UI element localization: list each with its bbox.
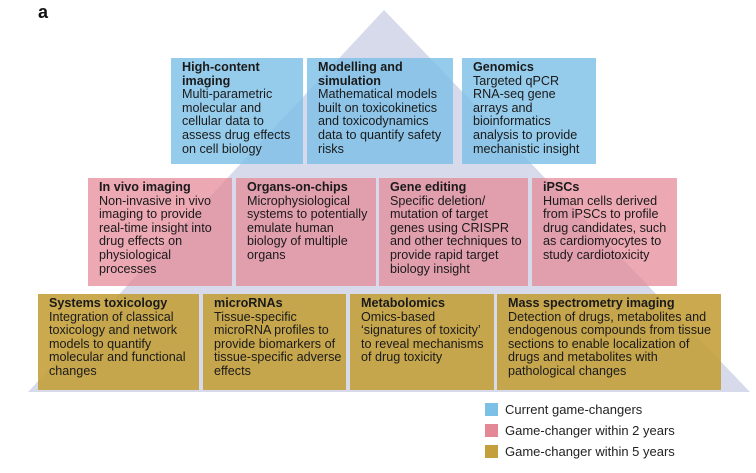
box-body: Omics-based ‘signatures of toxicity’ to … [361,309,484,365]
middle-box-in-vivo-imaging: In vivo imaging Non-invasive in vivo ima… [88,178,232,286]
legend-item-five-years: Game-changer within 5 years [485,444,745,460]
box-title: Mass spectrometry imaging [508,296,675,310]
box-title: Gene editing [390,180,467,194]
panel-label: a [38,2,49,22]
box-body: Specific deletion/ mutation of target ge… [390,193,522,276]
box-body: Human cells derived from iPSCs to profil… [543,193,667,262]
box-title: Systems toxicology [49,296,168,310]
legend-item-two-years: Game-changer within 2 years [485,423,745,439]
top-box-modelling-simulation: Modelling and simulation Mathematical mo… [307,58,453,164]
box-title: Metabolomics [361,296,445,310]
box-body: Tissue-specific microRNA profiles to pro… [214,309,342,378]
box-title: In vivo imaging [99,180,191,194]
top-box-genomics: Genomics Targeted qPCR RNA-seq gene arra… [462,58,596,164]
box-body: Microphysiological systems to potentiall… [247,193,368,262]
box-title: High-content imaging [182,60,260,88]
top-box-high-content-imaging: High-content imaging Multi-parametric mo… [171,58,303,164]
bottom-box-mass-spectrometry-imaging: Mass spectrometry imaging Detection of d… [497,294,721,390]
box-body: Targeted qPCR RNA-seq gene arrays and bi… [473,73,580,156]
bottom-box-systems-toxicology: Systems toxicology Integration of classi… [38,294,199,390]
box-title: microRNAs [214,296,283,310]
bottom-box-micrornas: microRNAs Tissue-specific microRNA profi… [203,294,346,390]
legend-label: Current game-changers [505,402,643,417]
box-title: Organs-on-chips [247,180,348,194]
box-body: Non-invasive in vivo imaging to provide … [99,193,212,276]
box-title: Modelling and simulation [318,60,403,88]
box-body: Detection of drugs, metabolites and endo… [508,309,712,378]
legend-item-current: Current game-changers [485,402,745,418]
bottom-box-metabolomics: Metabolomics Omics-based ‘signatures of … [350,294,494,390]
box-title: Genomics [473,60,534,74]
legend-label: Game-changer within 5 years [505,444,675,459]
box-body: Multi-parametric molecular and cellular … [182,87,291,156]
middle-box-gene-editing: Gene editing Specific deletion/ mutation… [379,178,528,286]
legend-label: Game-changer within 2 years [505,423,675,438]
legend-swatch-current [485,403,498,416]
middle-box-ipscs: iPSCs Human cells derived from iPSCs to … [532,178,677,286]
legend-swatch-two-years [485,424,498,437]
box-body: Mathematical models built on toxicokinet… [318,87,442,156]
box-body: Integration of classical toxicology and … [49,309,186,378]
legend-swatch-five-years [485,445,498,458]
middle-box-organs-on-chips: Organs-on-chips Microphysiological syste… [236,178,376,286]
box-title: iPSCs [543,180,580,194]
